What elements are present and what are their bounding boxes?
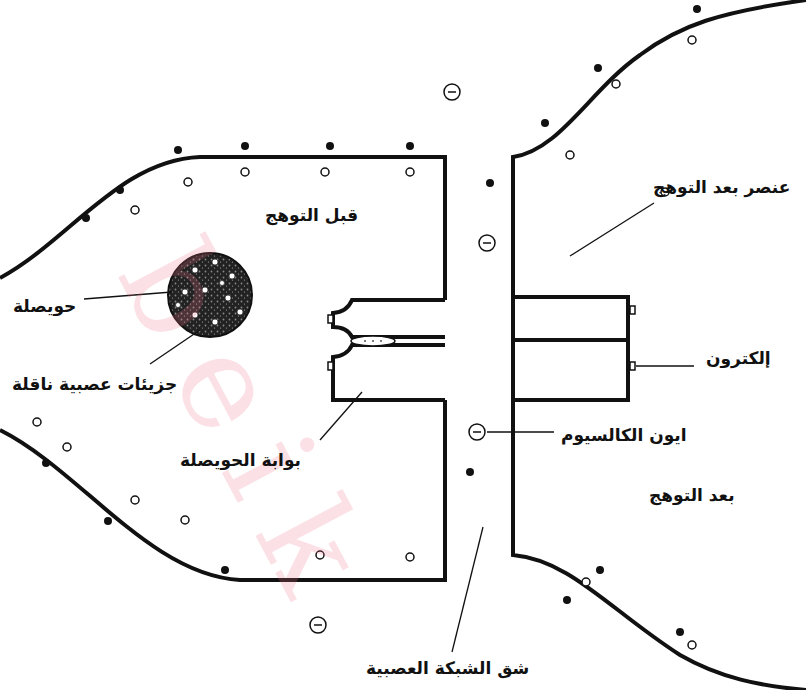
part-label: جزيئات عصبية ناقلة (12, 374, 177, 394)
part-label: شق الشبكة العصبية (366, 658, 529, 678)
part-label: ايون الكالسيوم (561, 425, 687, 445)
part-label: عنصر بعد التوهج (653, 177, 790, 197)
watermark: beik (89, 218, 411, 643)
part-label: حويصلة (13, 296, 76, 316)
part-label: إلكترون (706, 348, 771, 368)
neuron-terminal: قبل التوهج (261, 201, 362, 229)
part-label: بوابة الحويصلة (180, 450, 301, 470)
region-label: بعد التوهج (649, 485, 735, 505)
neuron-terminal: بعد التوهج (645, 481, 739, 509)
region-label: قبل التوهج (265, 205, 358, 225)
